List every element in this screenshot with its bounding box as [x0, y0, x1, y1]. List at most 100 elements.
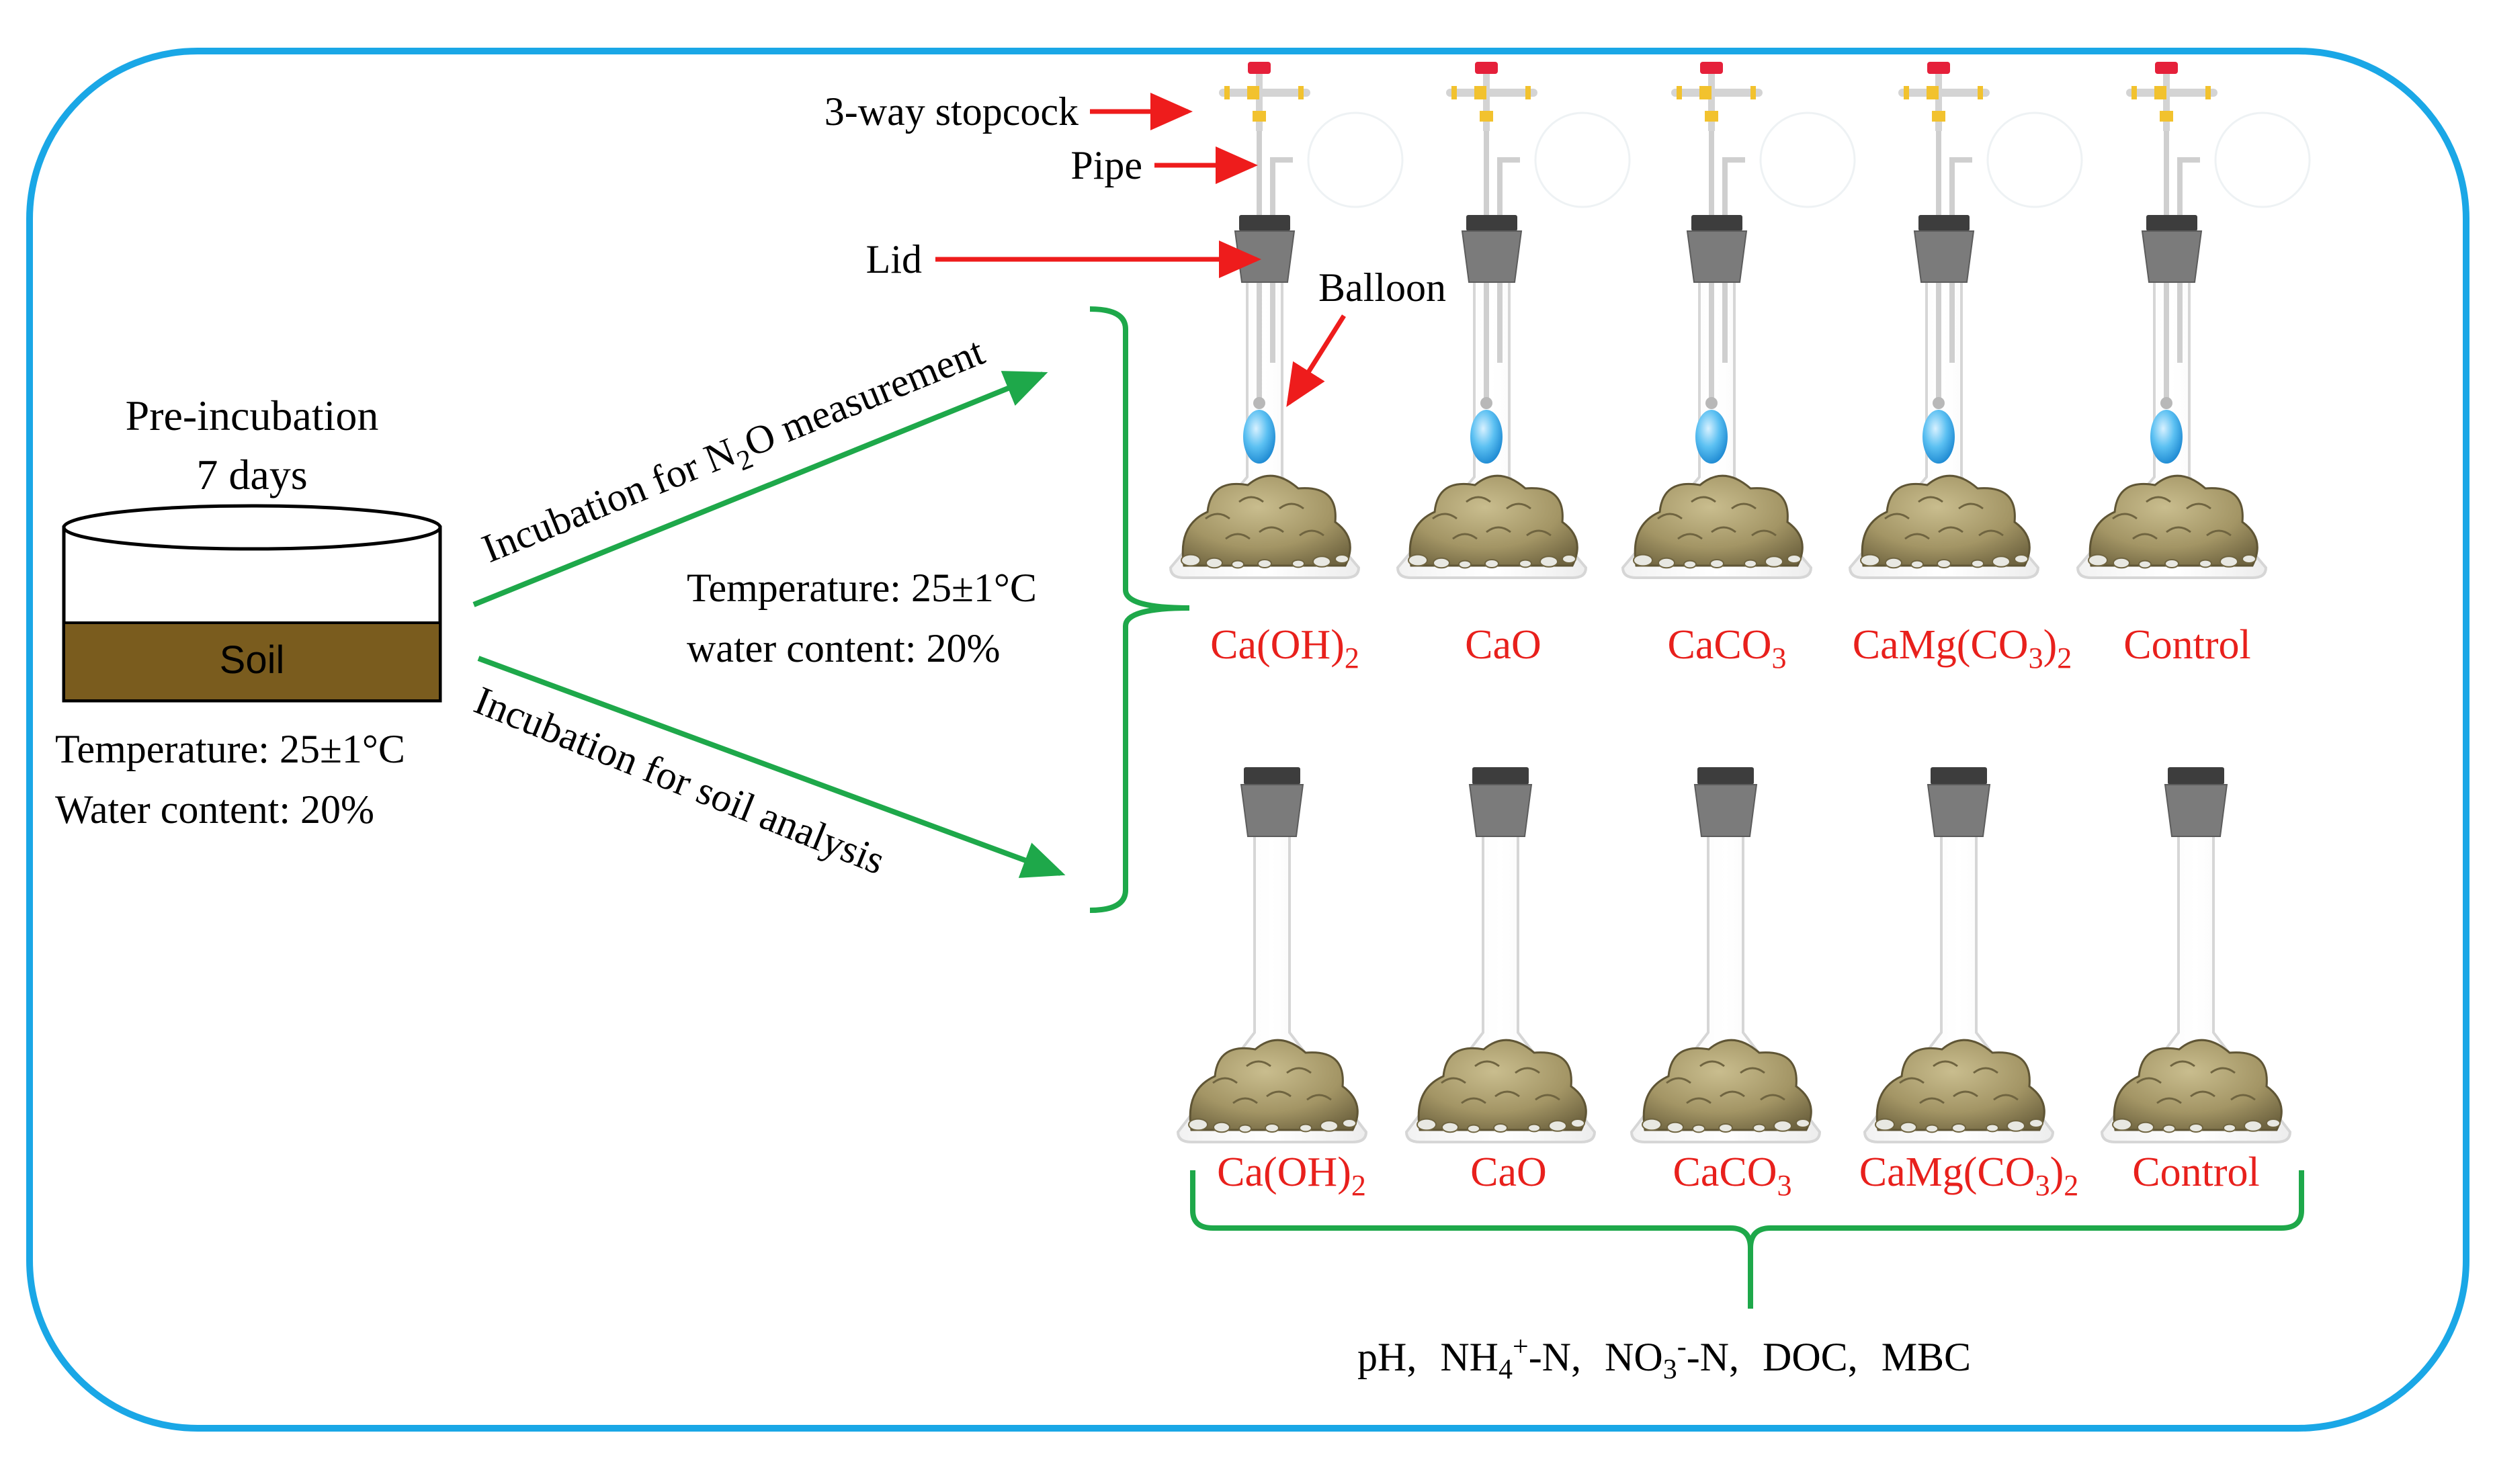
pre-incubation-title: Pre-incubation: [126, 392, 379, 439]
pebble: [2189, 1123, 2203, 1133]
pipe-end: [1933, 397, 1945, 409]
stopcock-tap-icon: [1248, 62, 1271, 74]
treatment-label: CaO: [1465, 622, 1541, 668]
stopcock-valve: [1525, 86, 1531, 99]
balloon-outline: [1534, 112, 1631, 208]
pebble: [1971, 559, 1984, 568]
pebble: [1986, 1123, 1999, 1133]
balloon-arrow: [1286, 314, 1346, 407]
soil-texture: [1899, 1077, 1925, 1084]
pebble: [2112, 1118, 2132, 1131]
soil-texture: [1232, 1097, 1258, 1104]
stopcock-tap-icon: [1700, 62, 1723, 74]
pebble: [1658, 557, 1675, 569]
pebble: [1433, 557, 1450, 569]
soil-texture: [1246, 1060, 1271, 1067]
soil-texture: [2166, 526, 2191, 533]
pebble: [1925, 1124, 1939, 1133]
treatment-label: Ca(OH)2: [1217, 1149, 1366, 1202]
lid-cap: [2146, 215, 2197, 231]
soil-texture: [1691, 496, 1716, 503]
soil-texture: [1993, 1094, 2019, 1101]
pebble: [1937, 559, 1951, 568]
lid-stopper: [2141, 230, 2203, 283]
soil-mound: [1417, 1039, 1587, 1131]
pebble: [1642, 1118, 1662, 1131]
treatment-label: CaCO3: [1673, 1149, 1792, 1202]
lid-stopper: [1927, 784, 1991, 837]
balloon-icon: [1922, 410, 1955, 464]
soil-texture: [1919, 1097, 1945, 1104]
lid-stopper: [1913, 230, 1975, 283]
stopcock-valve: [1224, 86, 1230, 99]
soil-texture: [1286, 1067, 1312, 1074]
pebble: [1527, 1123, 1541, 1133]
pebble: [2029, 1119, 2043, 1128]
soil-texture: [1884, 513, 1910, 520]
incubation-temperature: Temperature: 25±1°C: [687, 566, 1037, 610]
stopcock-valve: [1750, 86, 1756, 99]
pebble: [1188, 1118, 1208, 1131]
soil-texture: [1441, 1077, 1466, 1084]
soil-texture: [1225, 533, 1251, 540]
pipe-tube: [1270, 157, 1293, 363]
soil-texture: [1938, 526, 1963, 533]
pebble: [1206, 557, 1223, 569]
pebble: [1666, 1121, 1684, 1133]
pebble: [1718, 1123, 1733, 1133]
soil-texture: [1953, 1090, 1978, 1098]
stopcock-valve: [2131, 86, 2137, 99]
soil-texture: [2186, 503, 2211, 510]
soil-texture: [1666, 1077, 1691, 1084]
soil-layer: [65, 623, 439, 699]
pebble: [1860, 554, 1880, 567]
pebble: [2242, 554, 2256, 564]
balloon-icon: [1470, 410, 1503, 464]
pebble: [1292, 559, 1305, 568]
pebble: [1213, 1121, 1230, 1133]
balloon-outline: [1986, 112, 2083, 208]
treatment-label: CaMg(CO3)2: [1859, 1149, 2078, 1202]
pebble: [1787, 554, 1802, 564]
right-brace: [1089, 306, 1190, 913]
soil-texture: [1494, 1090, 1520, 1098]
soil-mound: [2113, 1039, 2283, 1131]
pipe-label: Pipe: [1070, 143, 1142, 187]
pebble: [2006, 1120, 2025, 1132]
pebble: [1709, 559, 1724, 568]
pipe-tube: [1722, 157, 1745, 363]
branch-label-lower: Incubation for soil analysis: [468, 678, 891, 883]
soil-texture: [2146, 496, 2171, 503]
stopcock-valve: [1705, 111, 1718, 122]
lid-stopper: [1468, 784, 1533, 837]
pebble: [1265, 1123, 1279, 1133]
outer-frame: [26, 48, 2469, 1432]
stopcock-valve: [1677, 86, 1682, 99]
soil-texture: [2210, 1067, 2236, 1074]
pebble: [1519, 559, 1532, 568]
pebble: [1992, 556, 2011, 568]
stopcock-valve: [1978, 86, 1983, 99]
pebble: [1312, 556, 1331, 568]
soil-texture: [1751, 529, 1777, 537]
pebble: [1752, 1123, 1766, 1133]
pebble: [2199, 559, 2212, 568]
stopcock-tap-icon: [2155, 62, 2178, 74]
pebble: [2138, 560, 2152, 569]
pebble: [2137, 1121, 2154, 1133]
stopcock-valve: [1474, 86, 1486, 99]
pebble: [1744, 559, 1757, 568]
pebble: [1342, 1119, 1357, 1128]
soil-texture: [1526, 529, 1552, 537]
erlenmeyer-flask: [1176, 830, 1368, 1143]
pebble: [1633, 554, 1653, 567]
pebble: [2244, 1120, 2263, 1132]
container-rim: [62, 504, 442, 551]
pebble: [1335, 554, 1349, 564]
soil-texture: [1904, 533, 1930, 540]
soil-texture: [1306, 1094, 1332, 1101]
treatment-labels-lower: Ca(OH)2 CaO CaCO3 CaMg(CO3)2 Control: [1217, 1149, 2260, 1202]
pebble: [1692, 1124, 1705, 1133]
lid-stopper: [1240, 784, 1304, 837]
